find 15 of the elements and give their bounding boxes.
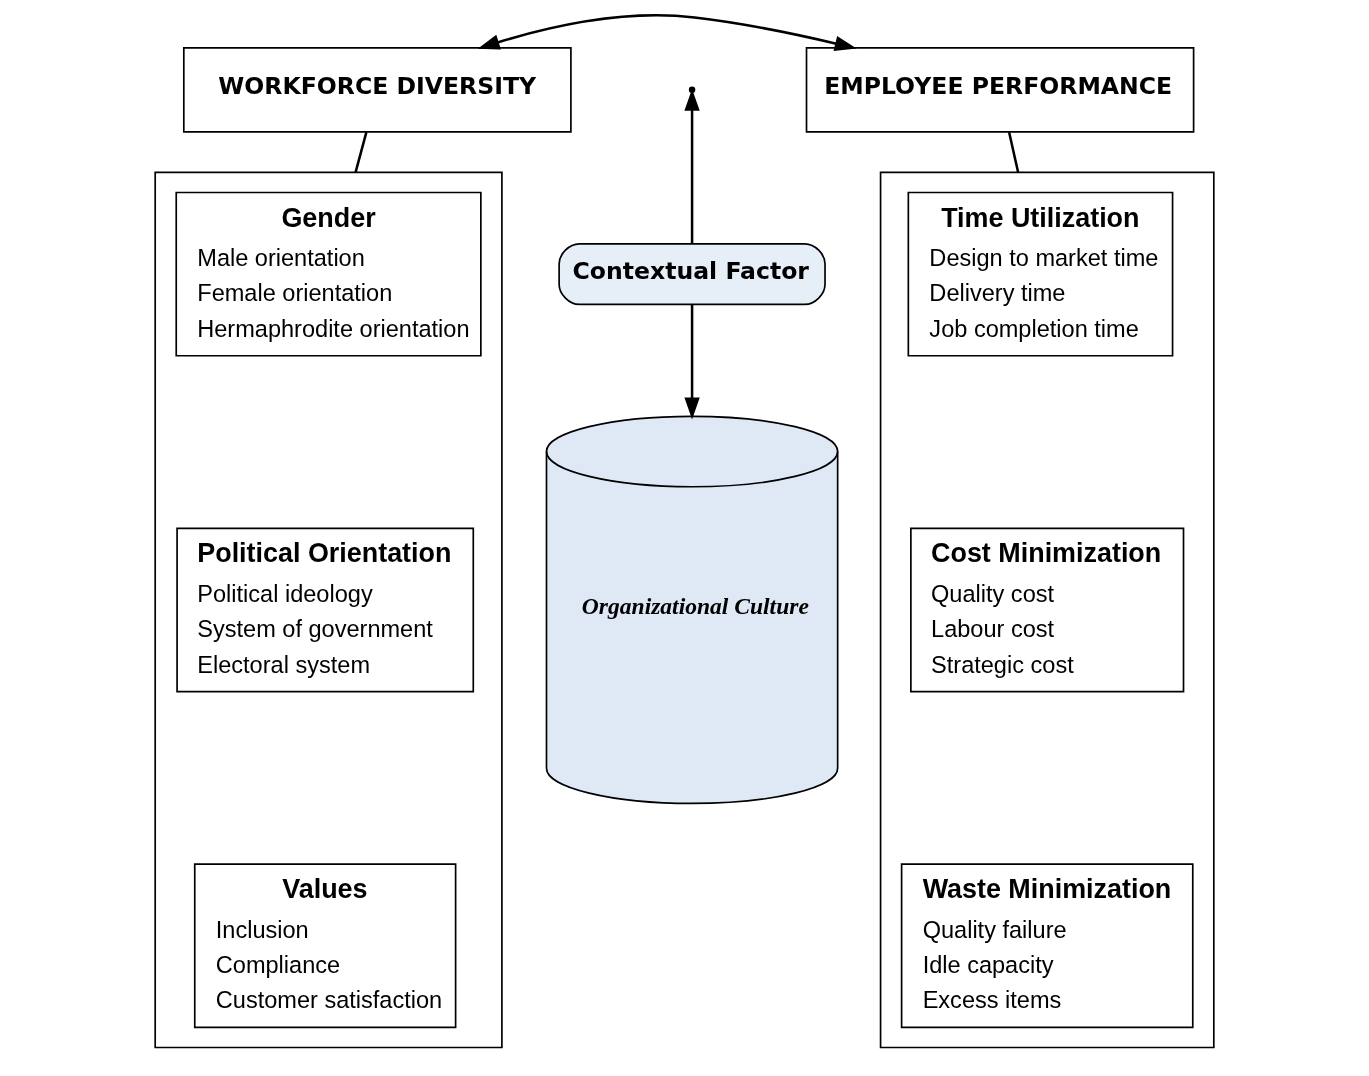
node-box: Waste Minimization Quality failure Idle capacity Excess items [900,863,1194,1029]
cluster [154,171,503,1049]
connector [354,131,368,173]
arrow [684,304,700,420]
cluster [879,171,1215,1049]
node-box: Time Utilization Design to market time Delivery time Job completion time [907,191,1174,357]
node-box: EMPLOYEE PERFORMANCE [805,46,1195,133]
connector [1007,131,1020,173]
node-box: Values Inclusion Compliance Customer satisfaction [193,863,457,1029]
arrow [477,14,857,51]
node-box: Gender Male orientation Female orientation Hermaphrodite orientation [175,191,482,357]
node-box: Political Orientation Political ideology System of government Electoral system [176,527,475,693]
node-box: WORKFORCE DIVERSITY [182,46,572,133]
node-box: Cost Minimization Quality cost Labour cost Strategic cost [910,527,1185,693]
node-box: Contextual Factor [558,243,826,306]
